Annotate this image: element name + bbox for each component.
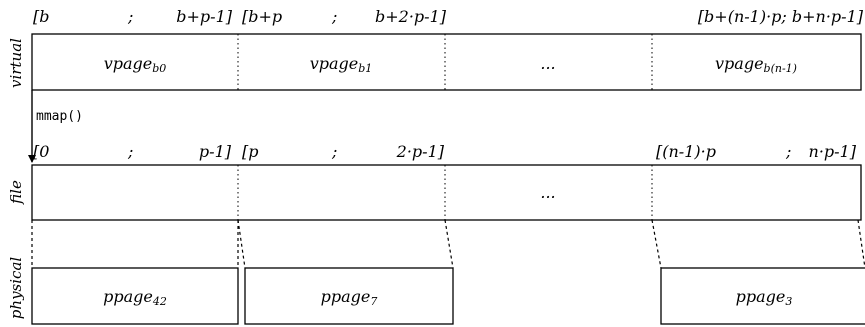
file-range-2: [(n-1)·p ; n·p-1]	[656, 142, 857, 161]
connector-page1-right	[444, 219, 454, 269]
file-range-2-start: [(n-1)·p	[656, 142, 716, 161]
vpage-b1: vpageb1	[310, 54, 373, 75]
ppage-7: ppage7	[321, 287, 378, 308]
ppage-3-box	[660, 267, 865, 325]
virtual-range-0-end: b+p-1]	[176, 7, 232, 26]
file-range-0-sep: ;	[127, 142, 133, 161]
file-range-1-start: [p	[242, 142, 258, 161]
vpage-b0: vpageb0	[104, 54, 167, 75]
file-range-2-end: n·p-1]	[809, 142, 857, 161]
file-ellipsis: ...	[540, 183, 555, 202]
virtual-range-0-start: [b	[33, 7, 49, 26]
file-range-1: [p ; 2·p-1]	[242, 142, 445, 161]
virtual-range-1-end: b+2·p-1]	[375, 7, 447, 26]
file-range-1-sep: ;	[331, 142, 337, 161]
mmap-label: mmap()	[36, 109, 83, 124]
file-row-label: file	[7, 180, 25, 205]
ppage-3: ppage3	[736, 287, 793, 308]
virtual-ellipsis: ...	[540, 54, 555, 73]
virtual-range-1-sep: ;	[331, 7, 337, 26]
file-range-0-end: p-1]	[199, 142, 232, 161]
virtual-range-0: [b ; b+p-1]	[33, 7, 233, 26]
virtual-range-1: [b+p ; b+2·p-1]	[242, 7, 447, 26]
physical-row-label: physical	[7, 257, 25, 320]
virtual-range-1-start: [b+p	[242, 7, 282, 26]
ppage-7-box	[244, 267, 454, 325]
file-range-0-start: [0	[33, 142, 49, 161]
virtual-row-label: virtual	[7, 38, 25, 88]
ppage-42-box	[31, 267, 239, 325]
connector-pagen-left	[651, 219, 662, 269]
ppage-42: ppage42	[103, 287, 167, 308]
virtual-range-0-sep: ;	[127, 7, 133, 26]
file-range-1-end: 2·p-1]	[396, 142, 445, 161]
connector-pagen-right	[857, 219, 865, 269]
file-range-2-sep: ;	[785, 142, 791, 161]
file-range-0: [0 ; p-1]	[33, 142, 232, 161]
virtual-range-last: [b+(n-1)·p; b+n·p-1]	[698, 7, 864, 26]
file-box	[31, 164, 862, 221]
vpage-bn-1: vpageb(n-1)	[715, 54, 797, 75]
connector-page1-left	[237, 219, 246, 269]
virtual-address-box	[31, 33, 862, 91]
